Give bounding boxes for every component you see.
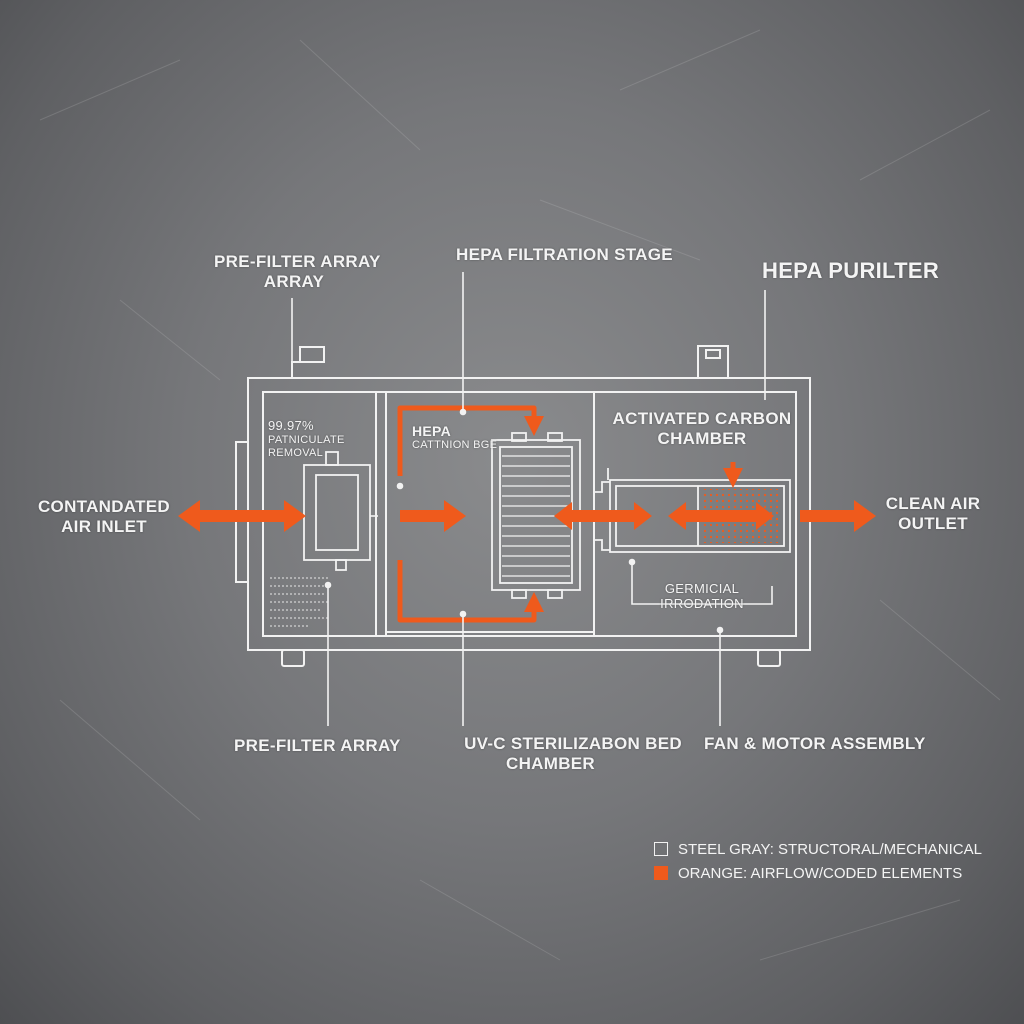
uvc-line1: UV-C STERILIZABON BED: [464, 734, 682, 753]
germicidal-label: GERMICIAL IRRODATION: [640, 581, 764, 612]
uvc-line2: CHAMBER: [506, 753, 595, 773]
prefilter-top-line1: PRE-FILTER ARRAY: [214, 252, 381, 271]
hepa-purilter-label: HEPA PURILTER: [762, 258, 940, 283]
contaminated-line2: AIR INLET: [61, 516, 147, 536]
hepa-inner-line1: HEPA: [412, 423, 452, 439]
prefilter-top-label: PRE-FILTER ARRAY ARRAY: [214, 252, 381, 291]
callout-lines: [291, 272, 773, 726]
removal-spec-label: 99.97% PATNICULATE REMOVAL: [268, 418, 345, 460]
contaminated-line1: CONTANDATED: [37, 497, 171, 516]
legend-orange-text: ORANGE: AIRFLOW/CODED ELEMENTS: [678, 864, 963, 882]
removal-line3: REMOVAL: [268, 446, 324, 459]
legend-steel: STEEL GRAY: STRUCTORAL/MECHANICAL: [654, 838, 982, 860]
prefilter-spec-text: [270, 577, 330, 627]
prefilter-bottom-label: PRE-FILTER ARRAY: [234, 736, 401, 755]
clean-line1: CLEAN AIR: [885, 494, 981, 513]
hepa-inner-label: HEPA CATTNION BGE: [412, 423, 497, 452]
prefilter-top-line2: ARRAY: [263, 271, 325, 291]
germicidal-line1: GERMICIAL: [664, 581, 740, 596]
fan-motor-label: FAN & MOTOR ASSEMBLY: [704, 734, 926, 753]
germicidal-line2: IRRODATION: [660, 595, 744, 611]
prefilter-cartridge: [303, 451, 371, 571]
scratch-texture: [39, 29, 1001, 961]
hepa-stage-label: HEPA FILTRATION STAGE: [456, 245, 673, 264]
removal-line2: PATNICULATE: [268, 433, 345, 446]
carbon-line1: ACTIVATED CARBON: [612, 409, 792, 428]
hepa-inner-line2: CATTNION BGE: [412, 439, 498, 452]
clean-line2: OUTLET: [898, 513, 968, 533]
carbon-chamber-label: ACTIVATED CARBON CHAMBER: [604, 409, 800, 448]
orange-swatch-icon: [654, 866, 668, 880]
legend-steel-text: STEEL GRAY: STRUCTORAL/MECHANICAL: [678, 840, 982, 858]
carbon-line2: CHAMBER: [657, 428, 747, 448]
airflow-arrows: [178, 500, 876, 532]
uvc-chamber-label: UV-C STERILIZABON BED CHAMBER: [458, 734, 688, 773]
airflow-loops: [397, 405, 743, 623]
legend-orange: ORANGE: AIRFLOW/CODED ELEMENTS: [654, 862, 962, 884]
contaminated-inlet-label: CONTANDATED AIR INLET: [36, 497, 172, 536]
removal-line1: 99.97%: [268, 418, 314, 433]
steel-swatch-icon: [654, 842, 668, 856]
hepa-pleats: [502, 455, 570, 577]
clean-outlet-label: CLEAN AIR OUTLET: [878, 494, 988, 533]
